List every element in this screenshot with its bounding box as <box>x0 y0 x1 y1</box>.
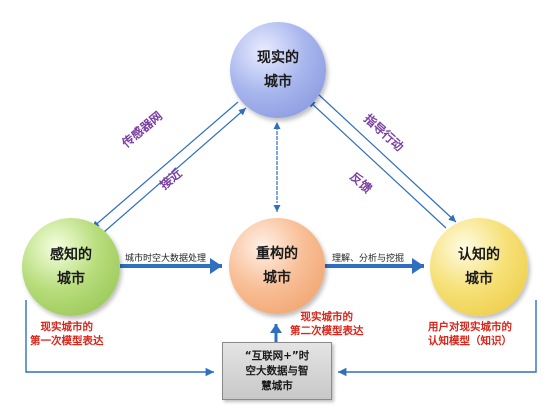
node-cognitive-city-line1: 认知的 <box>458 247 500 263</box>
flow-label-processing: 城市时空大数据处理 <box>125 254 207 264</box>
box-big-data-smart-city-text: “互联网+”时 空大数据与智 慧城市 <box>244 349 310 392</box>
node-reconstructed-city-line2: 城市 <box>263 270 291 286</box>
note-first-model-line1: 现实城市的 <box>40 321 94 333</box>
node-real-city: 现实的 城市 <box>230 22 326 118</box>
arrow-left-to-box <box>25 300 214 377</box>
node-reconstructed-city-line1: 重构的 <box>256 246 298 262</box>
node-real-city-line1: 现实的 <box>257 50 299 66</box>
arrow-top-to-left <box>91 101 239 229</box>
node-perceived-city: 感知的 城市 <box>22 218 120 316</box>
node-real-city-line2: 城市 <box>264 74 292 90</box>
arrow-right-to-top <box>307 99 447 229</box>
note-cognitive-model-line1: 用户对现实城市的 <box>428 321 512 333</box>
node-perceived-city-line1: 感知的 <box>50 247 92 263</box>
box-big-data-smart-city: “互联网+”时 空大数据与智 慧城市 <box>222 342 332 400</box>
node-perceived-city-line2: 城市 <box>57 271 85 287</box>
node-reconstructed-city: 重构的 城市 <box>229 218 325 314</box>
arrow-right-to-box <box>338 300 537 377</box>
note-second-model: 现实城市的 第二次模型表达 <box>290 310 364 338</box>
note-first-model: 现实城市的 第一次模型表达 <box>30 320 104 348</box>
note-cognitive-model: 用户对现实城市的 认知模型（知识） <box>428 320 512 348</box>
note-second-model-line1: 现实城市的 <box>300 311 354 323</box>
arrow-left-to-top <box>103 107 247 233</box>
flow-label-understanding: 理解、分析与挖掘 <box>332 254 405 264</box>
arrow-top-to-right <box>317 93 457 223</box>
note-first-model-line2: 第一次模型表达 <box>30 335 104 347</box>
node-cognitive-city-line2: 城市 <box>465 271 493 287</box>
note-second-model-line2: 第二次模型表达 <box>290 325 364 337</box>
node-cognitive-city: 认知的 城市 <box>430 218 528 316</box>
note-cognitive-model-line2: 认知模型（知识） <box>428 335 512 347</box>
